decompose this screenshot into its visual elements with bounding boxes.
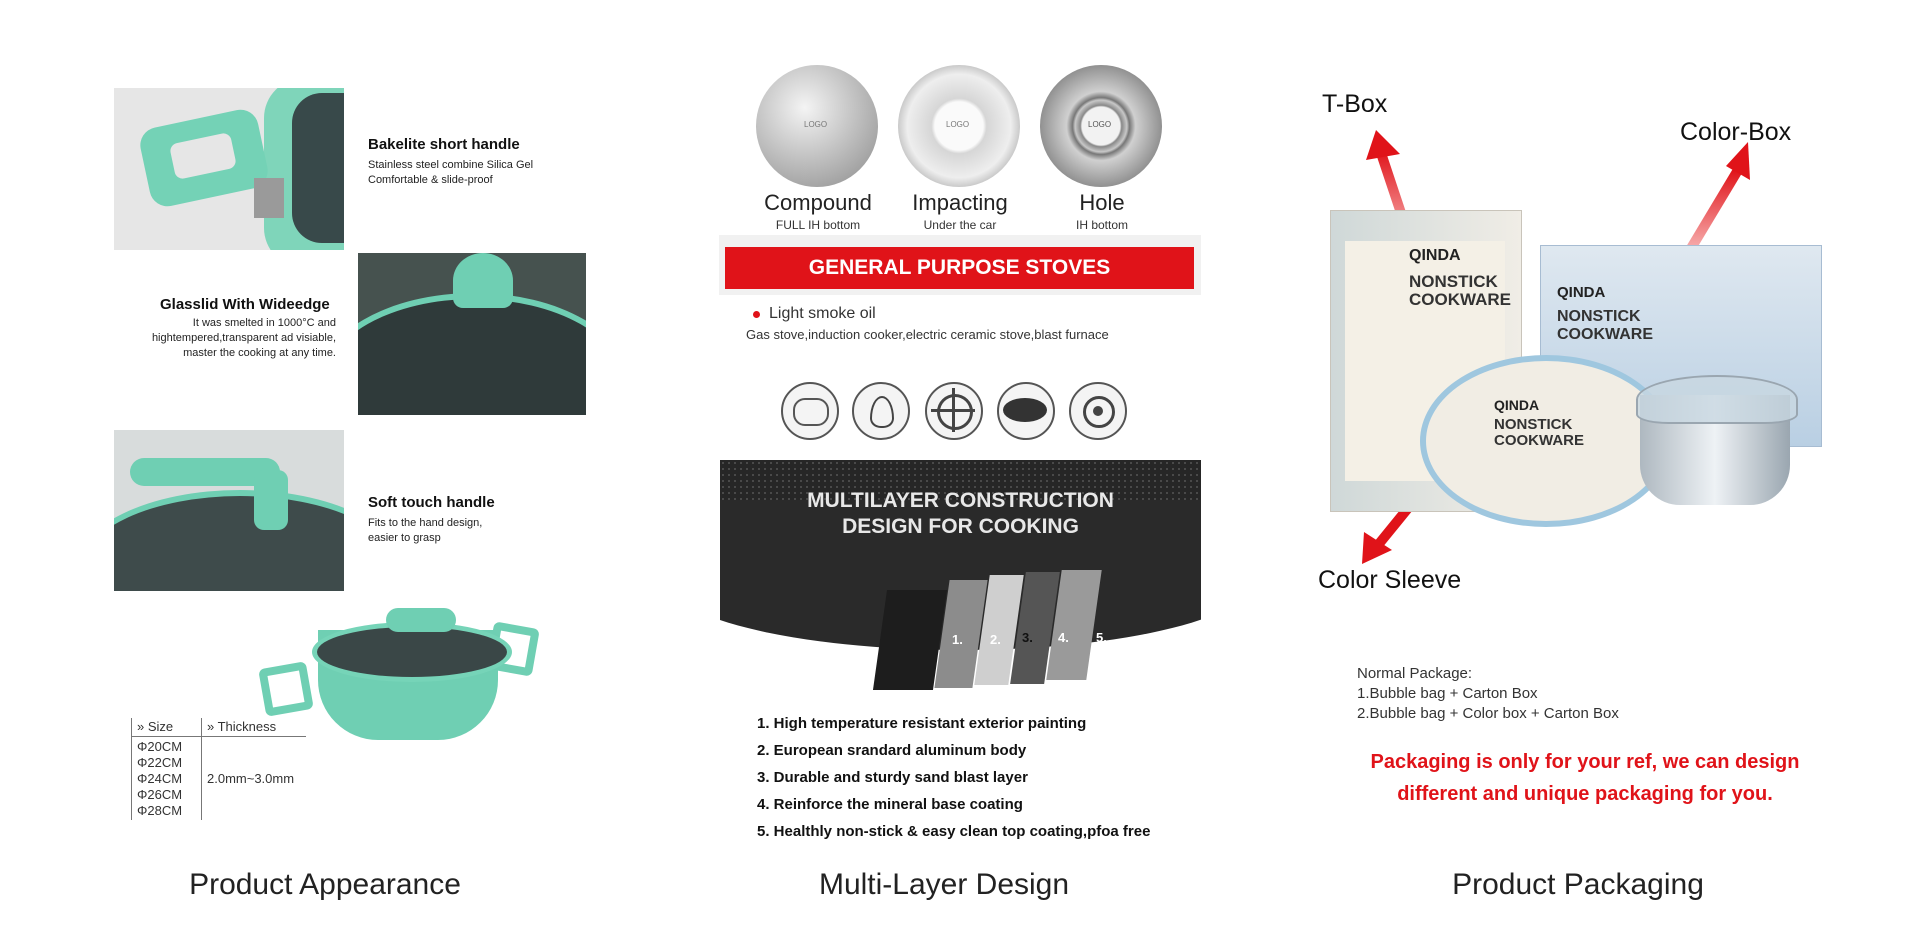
gas-burner-icon [925,382,983,440]
t-box-text: NONSTICK COOKWARE [1409,272,1511,309]
caption-product-packaging: Product Packaging [1452,868,1704,901]
size-header: » Size [137,719,174,734]
size-list: Φ20CM Φ22CM Φ24CM Φ26CM Φ28CM [137,739,182,819]
size-value: Φ20CM [137,739,183,754]
impacting-bottom-disc: LOGO [898,65,1020,187]
feature-title-glass-lid: Glasslid With Wideedge [160,296,330,313]
flame-icon [852,382,910,440]
soft-handle-photo [114,430,344,591]
list-item: 3. Durable and sturdy sand blast layer [757,769,1028,786]
stoves-list-text: Gas stove,induction cooker,electric cera… [746,327,1109,342]
label-color-box: Color-Box [1680,118,1792,146]
light-smoke-oil-text: Light smoke oil [769,305,876,322]
bottom-label-impacting: Impacting [912,190,1008,215]
feature-title-short-handle: Bakelite short handle [368,136,520,153]
color-sleeve-pan: QINDA NONSTICK COOKWARE [1420,355,1672,527]
glass-lid-image [1636,375,1798,424]
layer-number: 4. [1058,630,1069,645]
electric-hob-icon [1069,382,1127,440]
size-thickness-table: » Size » Thickness Φ20CM Φ22CM Φ24CM Φ26… [131,718,306,820]
glass-lid-photo [358,253,586,415]
layer-number: 1. [952,632,963,647]
brand-logo-color-box: QINDA [1557,284,1606,301]
list-item: 4. Reinforce the mineral base coating [757,796,1023,813]
layer-features-list: 1. High temperature resistant exterior p… [757,710,1150,845]
general-purpose-stoves-banner: GENERAL PURPOSE STOVES [725,247,1194,289]
list-item: 1. High temperature resistant exterior p… [757,715,1087,732]
list-item: 2. European srandard aluminum body [757,742,1027,759]
packaging-ref-note: Packaging is only for your ref, we can d… [1370,751,1800,805]
size-value: Φ22CM [137,755,183,770]
hole-bottom-disc: LOGO [1040,65,1162,187]
compound-bottom-disc: LOGO [756,65,878,187]
caption-multi-layer-design: Multi-Layer Design [818,868,1070,901]
short-handle-photo [114,88,344,250]
list-item: 1.Bubble bag + Carton Box [1357,685,1538,702]
list-item: 5. Healthly non-stick & easy clean top c… [757,823,1151,840]
bottom-sub-compound: FULL IH bottom [775,218,861,232]
pan-heading: MULTILAYER CONSTRUCTION DESIGN FOR COOKI… [807,489,1114,538]
brand-logo-sleeve: QINDA [1494,397,1540,413]
multilayer-pan-illustration: 1. 2. 3. 4. 5. [720,460,1201,690]
bottom-label-hole: Hole [1079,190,1125,215]
feature-desc-soft-handle: Fits to the hand design, easier to grasp [368,517,483,544]
size-value: Φ26CM [137,787,183,802]
normal-package-notes: Normal Package: 1.Bubble bag + Carton Bo… [1357,664,1619,724]
ceramic-plate-icon [997,382,1055,440]
bottom-sub-hole: IH bottom [1075,218,1129,232]
bottom-label-compound: Compound [764,190,872,215]
layer-number: 2. [990,632,1001,647]
feature-title-soft-handle: Soft touch handle [368,494,495,511]
arrow-color-box-icon [1685,142,1750,253]
layer-number: 3. [1022,630,1033,645]
induction-coil-icon [781,382,839,440]
thickness-value: 2.0mm~3.0mm [207,771,295,786]
label-color-sleeve: Color Sleeve [1318,566,1462,594]
layer-number: 5. [1096,630,1107,645]
caption-product-appearance: Product Appearance [189,868,461,901]
sleeve-text: NONSTICK COOKWARE [1494,416,1584,449]
feature-desc-short-handle: Stainless steel combine Silica Gel Comfo… [368,159,534,186]
feature-desc-glass-lid: It was smelted in 1000°C and hightempere… [151,317,336,359]
notes-title: Normal Package: [1357,665,1473,682]
size-value: Φ28CM [137,803,183,818]
brand-logo-t-box: QINDA [1409,247,1461,264]
bottom-sub-impacting: Under the car [923,218,997,232]
thickness-header: » Thickness [207,719,277,734]
color-box-text: NONSTICK COOKWARE [1557,308,1653,343]
label-t-box: T-Box [1322,90,1388,118]
bullet-dot [753,311,760,318]
list-item: 2.Bubble bag + Color box + Carton Box [1357,705,1619,722]
size-value: Φ24CM [137,771,183,786]
